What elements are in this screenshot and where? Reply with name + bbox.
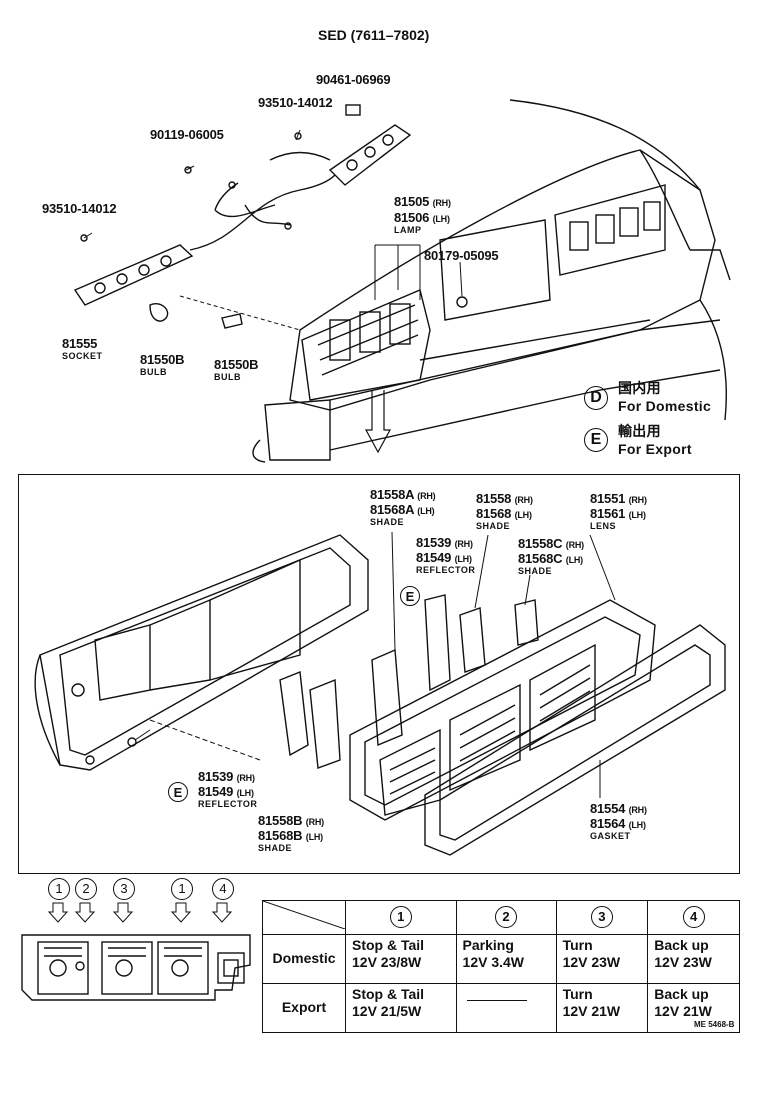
diagram-title: SED (7611–7802): [318, 27, 430, 43]
legend-export-jp: 輸出用: [618, 423, 661, 439]
shade-reflector-drawing: [279, 531, 616, 769]
part-81554: 81554 (RH): [590, 801, 647, 816]
position-marker-1b: 1: [171, 878, 193, 900]
layout-drawing: [21, 902, 251, 1001]
position-marker-3: 3: [113, 878, 135, 900]
part-90461-06969: 90461-06969: [316, 72, 391, 87]
table-corner-cell: [262, 900, 346, 935]
label-gasket: GASKET: [590, 831, 631, 841]
export-mark-lower: E: [168, 782, 188, 802]
table-header-cell: 4: [647, 900, 740, 935]
part-81558a: 81558A (RH): [370, 487, 436, 502]
label-bulb-1: BULB: [140, 367, 167, 377]
table-header-cell: 2: [455, 900, 557, 935]
table-header-cell: 3: [555, 900, 649, 935]
label-lens: LENS: [590, 521, 617, 531]
part-81568: 81568 (LH): [476, 506, 532, 521]
label-shade-3: SHADE: [518, 566, 553, 576]
lamp-housing-drawing: [34, 534, 369, 771]
part-81549-upper: 81549 (LH): [416, 550, 472, 565]
part-80179-05095: 80179-05095: [424, 248, 499, 263]
table-cell-empty: [455, 982, 557, 1033]
part-81558b: 81558B (RH): [258, 813, 324, 828]
part-81568b: 81568B (LH): [258, 828, 323, 843]
part-81550b-2: 81550B: [214, 357, 259, 372]
part-81505: 81505 (RH): [394, 194, 451, 209]
not-applicable-dash: [466, 999, 527, 1001]
part-93510-14012-lower: 93510-14012: [42, 201, 117, 216]
label-shade-1: SHADE: [370, 517, 405, 527]
part-81564: 81564 (LH): [590, 816, 646, 831]
reference-code: ME 5468-B: [694, 1020, 735, 1029]
label-bulb-2: BULB: [214, 372, 241, 382]
label-reflector-2: REFLECTOR: [198, 799, 258, 809]
part-81539-upper: 81539 (RH): [416, 535, 473, 550]
part-81549-lower: 81549 (LH): [198, 784, 254, 799]
part-81539-lower: 81539 (RH): [198, 769, 255, 784]
label-shade-2: SHADE: [476, 521, 511, 531]
row-label: Export: [262, 982, 346, 1033]
position-marker-4: 4: [212, 878, 234, 900]
legend-domestic-mark: D: [584, 386, 608, 410]
part-81550b-1: 81550B: [140, 352, 185, 367]
export-mark-upper: E: [400, 586, 420, 606]
position-marker-1a: 1: [48, 878, 70, 900]
label-lamp: LAMP: [394, 225, 422, 235]
part-81568c: 81568C (LH): [518, 551, 583, 566]
car-rear-drawing: [252, 99, 731, 463]
row-label: Domestic: [262, 933, 346, 984]
legend-export-mark: E: [584, 428, 608, 452]
gasket-drawing: [424, 624, 726, 856]
label-shade-4: SHADE: [258, 843, 293, 853]
label-socket: SOCKET: [62, 351, 103, 361]
part-81561: 81561 (LH): [590, 506, 646, 521]
table-header-cell: 1: [345, 900, 457, 935]
legend-domestic-en: For Domestic: [618, 398, 712, 414]
part-81506: 81506 (LH): [394, 210, 450, 225]
part-81551: 81551 (RH): [590, 491, 647, 506]
part-81568a: 81568A (LH): [370, 502, 435, 517]
part-81558c: 81558C (RH): [518, 536, 584, 551]
exploded-view-frame: [18, 474, 740, 874]
position-marker-2: 2: [75, 878, 97, 900]
legend-domestic-jp: 国内用: [618, 380, 661, 396]
legend-export-en: For Export: [618, 441, 692, 457]
part-81555: 81555: [62, 336, 98, 351]
socket-assembly-drawing: [73, 104, 412, 331]
lens-drawing: [349, 599, 656, 821]
part-81558: 81558 (RH): [476, 491, 533, 506]
part-93510-14012-upper: 93510-14012: [258, 95, 333, 110]
part-90119-06005: 90119-06005: [150, 127, 224, 142]
table-header-row: 1 2 3 4: [262, 900, 740, 935]
corner-diagonal: [262, 900, 346, 930]
label-reflector-1: REFLECTOR: [416, 565, 476, 575]
